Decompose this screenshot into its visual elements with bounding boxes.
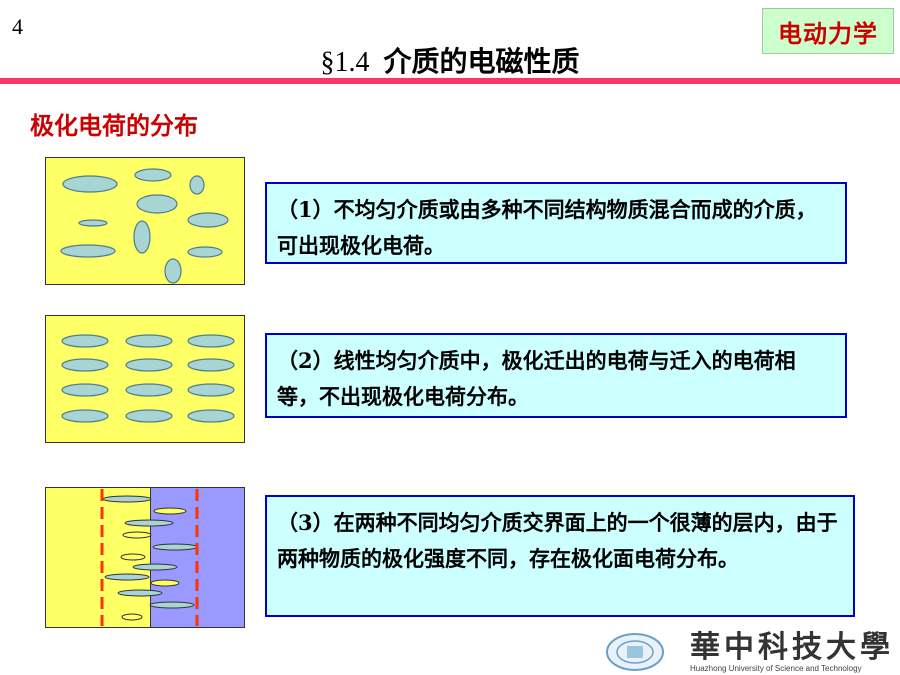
molecule-ellipse [164, 258, 182, 284]
university-name: 華中科技大學 Huazhong University of Science an… [690, 632, 900, 674]
molecule-ellipse [136, 194, 178, 214]
molecule-ellipse [61, 334, 109, 348]
molecule-ellipse [132, 563, 178, 571]
molecule-ellipse [187, 409, 235, 423]
molecule-ellipse [189, 175, 205, 195]
molecule-ellipse [133, 220, 151, 254]
molecule-ellipse [125, 383, 173, 397]
molecule-ellipse [153, 507, 187, 515]
molecule-ellipse [124, 519, 174, 527]
molecule-ellipse [78, 219, 108, 227]
molecule-ellipse [125, 334, 173, 348]
molecule-ellipse [104, 573, 150, 581]
molecule-ellipse [61, 383, 109, 397]
item-3-box: （3）在两种不同均匀介质交界面上的一个很薄的层内，由于两种物质的极化强度不同，存… [265, 495, 855, 617]
molecule-ellipse [125, 409, 173, 423]
item-1-box: （1）不均匀介质或由多种不同结构物质混合而成的介质，可出现极化电荷。 [265, 182, 847, 264]
inhomogeneous-medium-diagram [45, 157, 245, 285]
molecule-ellipse [62, 175, 118, 193]
molecule-ellipse [102, 495, 152, 503]
section-title: 介质的电磁性质 [383, 45, 580, 78]
molecule-ellipse [121, 613, 143, 621]
section-number: §1.4 [320, 47, 370, 78]
molecule-ellipse [60, 244, 116, 258]
molecule-ellipse [187, 212, 229, 228]
molecule-ellipse [187, 334, 235, 348]
slide-title: §1.4 介质的电磁性质 [0, 40, 900, 80]
subheading: 极化电荷的分布 [30, 112, 198, 140]
item-2-box: （2）线性均匀介质中，极化迁出的电荷与迁入的电荷相等，不出现极化电荷分布。 [265, 333, 847, 418]
molecule-ellipse [187, 358, 235, 372]
university-logo-icon [606, 633, 664, 671]
interface-media-diagram [45, 487, 245, 628]
molecule-ellipse [117, 589, 163, 597]
course-badge: 电动力学 [762, 8, 894, 54]
university-name-en: Huazhong University of Science and Techn… [690, 664, 862, 673]
molecule-ellipse [152, 543, 198, 551]
molecule-ellipse [61, 358, 109, 372]
homogeneous-medium-diagram [45, 315, 245, 443]
molecule-ellipse [120, 553, 146, 561]
molecule-ellipse [187, 246, 223, 258]
molecule-ellipse [125, 358, 173, 372]
title-divider [0, 78, 900, 84]
molecule-ellipse [122, 531, 152, 539]
item-2-text: （2）线性均匀介质中，极化迁出的电荷与迁入的电荷相等，不出现极化电荷分布。 [277, 348, 796, 409]
molecule-ellipse [187, 383, 235, 397]
item-1-text: （1）不均匀介质或由多种不同结构物质混合而成的介质，可出现极化电荷。 [277, 197, 817, 258]
item-3-text: （3）在两种不同均匀介质交界面上的一个很薄的层内，由于两种物质的极化强度不同，存… [277, 510, 838, 571]
molecule-ellipse [149, 601, 195, 609]
molecule-ellipse [150, 579, 180, 587]
university-name-cn: 華中科技大學 [690, 630, 894, 665]
molecule-ellipse [134, 168, 172, 182]
molecule-ellipse [61, 409, 109, 423]
page-number: 4 [12, 14, 23, 39]
